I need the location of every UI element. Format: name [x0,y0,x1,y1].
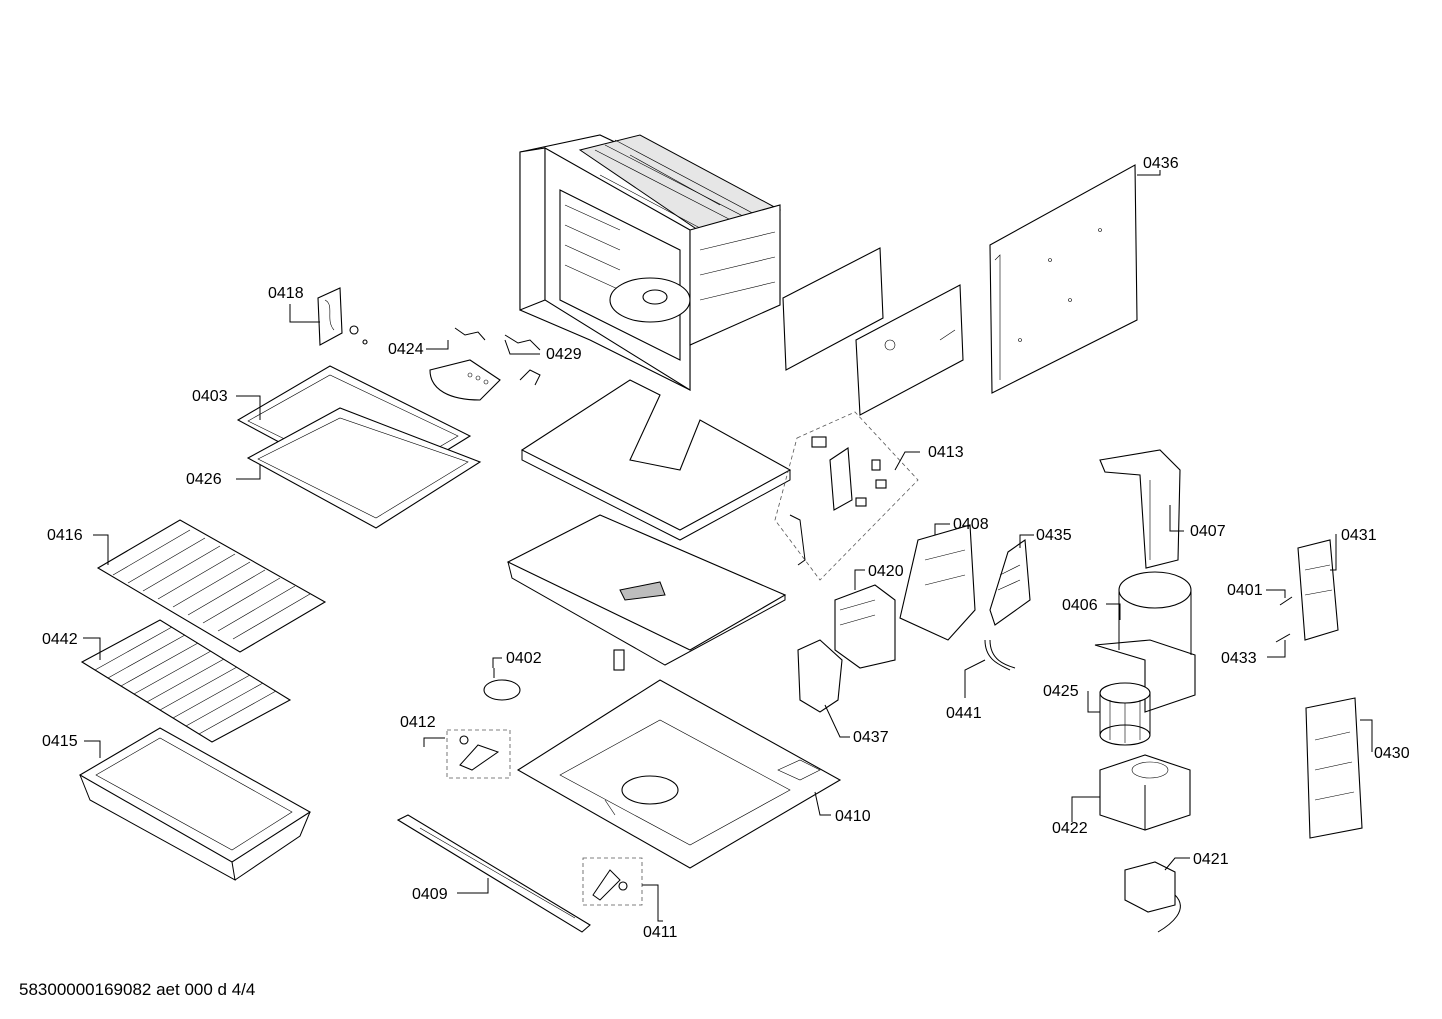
power-board [1297,539,1339,641]
label-0424: 0424 [388,341,424,358]
lamp-housing [429,359,501,401]
spacer-block [613,649,625,671]
lamp-clips [454,327,541,386]
label-0410: 0410 [835,808,871,825]
tray-seal [246,407,482,529]
label-0401: 0401 [1227,582,1263,599]
side-panel-cover [855,284,964,416]
control-board [1305,697,1363,839]
wire-rack [80,619,292,743]
label-0426: 0426 [186,471,222,488]
label-0442: 0442 [42,631,78,648]
air-duct [1099,449,1181,569]
fan-box [1099,754,1191,831]
label-0408: 0408 [953,516,989,533]
label-0433: 0433 [1221,650,1257,667]
turntable-motor [483,668,521,701]
label-0441: 0441 [946,705,982,722]
label-0415: 0415 [42,733,78,750]
leader-lines [83,304,1373,922]
label-0412: 0412 [400,714,436,731]
top-cover-plate [520,379,792,541]
label-0422: 0422 [1052,820,1088,837]
lamp-cover [317,287,368,346]
label-0425: 0425 [1043,683,1079,700]
label-0411: 0411 [643,924,678,941]
label-0436: 0436 [1143,155,1179,172]
part-labels: 0436 0418 0424 0429 0403 0426 0413 0416 … [42,155,1410,941]
label-0421: 0421 [1193,851,1229,868]
label-0402: 0402 [506,650,542,667]
bracket-right [582,857,643,906]
wire-rack-grill [96,519,327,653]
pin-lower [1275,633,1291,643]
label-0407: 0407 [1190,523,1226,540]
document-id: 58300000169082 aet 000 d 4/4 [19,980,256,999]
label-0413: 0413 [928,444,964,461]
heat-shield [797,639,843,713]
bracket-left [446,729,511,779]
label-0431: 0431 [1341,527,1377,544]
label-0429: 0429 [546,346,582,363]
label-0406: 0406 [1062,597,1098,614]
label-0420: 0420 [868,563,904,580]
label-0437: 0437 [853,729,889,746]
label-0416: 0416 [47,527,83,544]
fan-housing [1094,571,1196,713]
baking-tray [78,727,312,881]
back-panel [989,164,1161,394]
floor-plate [516,679,842,869]
side-panel-insulation [782,247,884,371]
label-0409: 0409 [412,886,448,903]
switch-assembly [774,411,919,581]
control-enclosure [899,524,976,641]
front-trim-strip [396,814,591,933]
fan-wheel [1099,682,1151,746]
label-0418: 0418 [268,285,304,302]
label-0403: 0403 [192,388,228,405]
vent-cover [989,538,1031,626]
cable [984,639,1016,671]
transformer [834,584,896,669]
base-tray [506,514,787,666]
label-0435: 0435 [1036,527,1072,544]
label-0430: 0430 [1374,745,1410,762]
oven-housing [519,134,782,391]
fan-motor [1124,861,1181,933]
pin-upper [1279,596,1293,606]
